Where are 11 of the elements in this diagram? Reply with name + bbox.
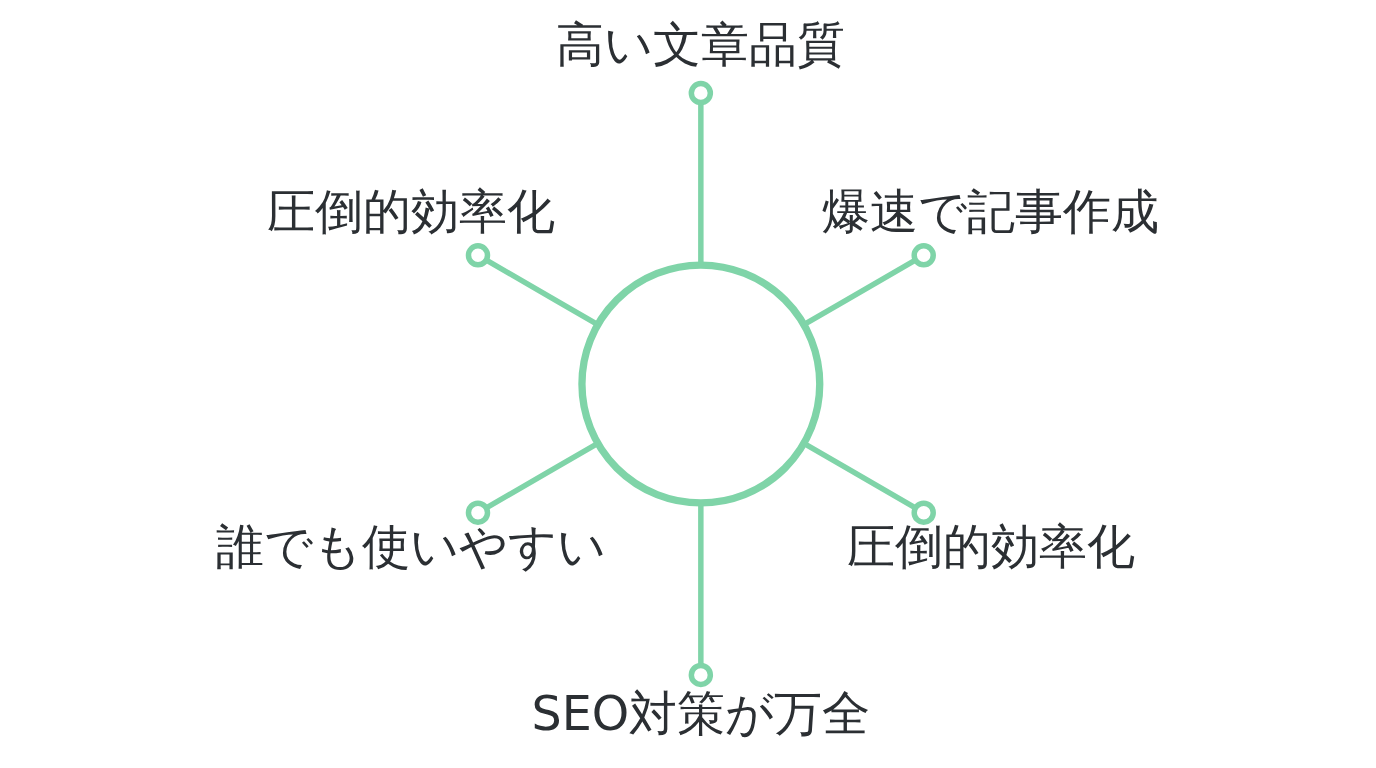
connector: [802, 243, 936, 327]
node-text: 高い文章品質: [555, 16, 845, 72]
node-circle: [577, 261, 823, 507]
connector: [802, 441, 936, 525]
connector: [465, 243, 599, 327]
node-text: 圧倒的効率化: [846, 518, 1135, 574]
node-text: 誰でも使いやすい: [215, 518, 606, 574]
node-text: 圧倒的効率化: [266, 184, 555, 240]
node-text: SEO対策が万全: [531, 686, 870, 742]
node-text: 爆速で記事作成: [821, 184, 1159, 240]
connector: [465, 441, 599, 525]
